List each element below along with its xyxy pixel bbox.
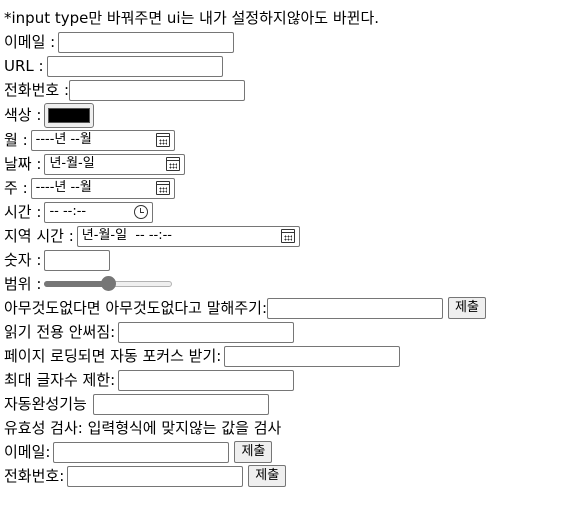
validate-email-label: 이메일:	[4, 443, 51, 461]
month-input[interactable]: ----년 --월	[30, 129, 175, 151]
maxlength-row: 최대 글자수 제한:	[4, 368, 568, 392]
tel-label: 전화번호 :	[4, 81, 70, 99]
autocomplete-label: 자동완성기능	[4, 395, 87, 413]
range-slider[interactable]	[44, 276, 173, 292]
calendar-icon[interactable]	[166, 157, 181, 171]
color-label: 색상 :	[4, 106, 42, 124]
note-row: *input type만 바꿔주면 ui는 내가 설정하지않아도 바뀐다.	[4, 6, 568, 30]
readonly-input[interactable]	[118, 321, 295, 343]
calendar-icon[interactable]	[155, 133, 170, 147]
validate-email-input[interactable]	[53, 441, 230, 463]
range-fill	[44, 281, 109, 287]
validate-tel-row: 전화번호: 제출	[4, 464, 568, 488]
validation-heading-row: 유효성 검사: 입력형식에 맞지않는 값을 검사	[4, 416, 568, 440]
email-label: 이메일 :	[4, 33, 56, 51]
range-label: 범위 :	[4, 275, 42, 293]
validate-email-submit-button[interactable]: 제출	[234, 441, 273, 463]
number-label: 숫자 :	[4, 251, 42, 269]
month-label: 월 :	[4, 131, 28, 149]
validate-email-row: 이메일: 제출	[4, 440, 568, 464]
novalidate-input[interactable]	[267, 297, 443, 319]
week-input[interactable]: ----년 --월	[30, 177, 175, 199]
novalidate-label: 아무것도없다면 아무것도없다고 말해주기:	[4, 299, 267, 317]
week-row: 주 : ----년 --월	[4, 176, 568, 200]
calendar-icon[interactable]	[280, 229, 295, 243]
tel-field[interactable]	[69, 79, 246, 101]
datetime-local-row: 지역 시간 : 년-월-일 -- --:--	[4, 224, 568, 248]
novalidate-submit-button[interactable]: 제출	[448, 297, 486, 319]
date-label: 날짜 :	[4, 155, 42, 173]
autofocus-row: 페이지 로딩되면 자동 포커스 받기:	[4, 344, 568, 368]
novalidate-row: 아무것도없다면 아무것도없다고 말해주기: 제출	[4, 296, 568, 320]
number-row: 숫자 :	[4, 248, 568, 272]
validate-tel-label: 전화번호:	[4, 467, 65, 485]
validation-heading: 유효성 검사: 입력형식에 맞지않는 값을 검사	[4, 419, 282, 437]
color-row: 색상 :	[4, 102, 568, 128]
number-input[interactable]	[44, 249, 111, 271]
autofocus-label: 페이지 로딩되면 자동 포커스 받기:	[4, 347, 222, 365]
form-page: *input type만 바꿔주면 ui는 내가 설정하지않아도 바뀐다. 이메…	[4, 6, 568, 488]
datetime-local-label: 지역 시간 :	[4, 227, 74, 245]
email-field[interactable]	[58, 31, 235, 53]
month-row: 월 : ----년 --월	[4, 128, 568, 152]
week-label: 주 :	[4, 179, 28, 197]
tel-row: 전화번호 :	[4, 78, 568, 102]
datetime-local-input[interactable]: 년-월-일 -- --:--	[76, 225, 300, 247]
url-field[interactable]	[46, 55, 223, 77]
autocomplete-input[interactable]	[92, 393, 269, 415]
note-text: *input type만 바꿔주면 ui는 내가 설정하지않아도 바뀐다.	[4, 9, 380, 27]
calendar-icon[interactable]	[155, 181, 170, 195]
date-input[interactable]: 년-월-일	[44, 153, 186, 175]
autofocus-input[interactable]	[224, 345, 401, 367]
validate-tel-input[interactable]	[67, 465, 244, 487]
readonly-row: 읽기 전용 안써짐:	[4, 320, 568, 344]
time-input[interactable]: -- --:--	[44, 201, 154, 223]
maxlength-label: 최대 글자수 제한:	[4, 371, 116, 389]
range-row: 범위 :	[4, 272, 568, 296]
autocomplete-row: 자동완성기능	[4, 392, 568, 416]
readonly-label: 읽기 전용 안써짐:	[4, 323, 116, 341]
validate-tel-submit-button[interactable]: 제출	[248, 465, 287, 487]
time-row: 시간 : -- --:--	[4, 200, 568, 224]
color-picker[interactable]	[44, 102, 95, 128]
email-row: 이메일 :	[4, 30, 568, 54]
range-thumb[interactable]	[101, 276, 117, 291]
date-row: 날짜 : 년-월-일	[4, 152, 568, 176]
clock-icon[interactable]	[134, 205, 149, 219]
color-swatch	[48, 107, 91, 123]
maxlength-input[interactable]	[118, 369, 295, 391]
url-row: URL :	[4, 54, 568, 78]
url-label: URL :	[4, 57, 44, 75]
time-label: 시간 :	[4, 203, 42, 221]
